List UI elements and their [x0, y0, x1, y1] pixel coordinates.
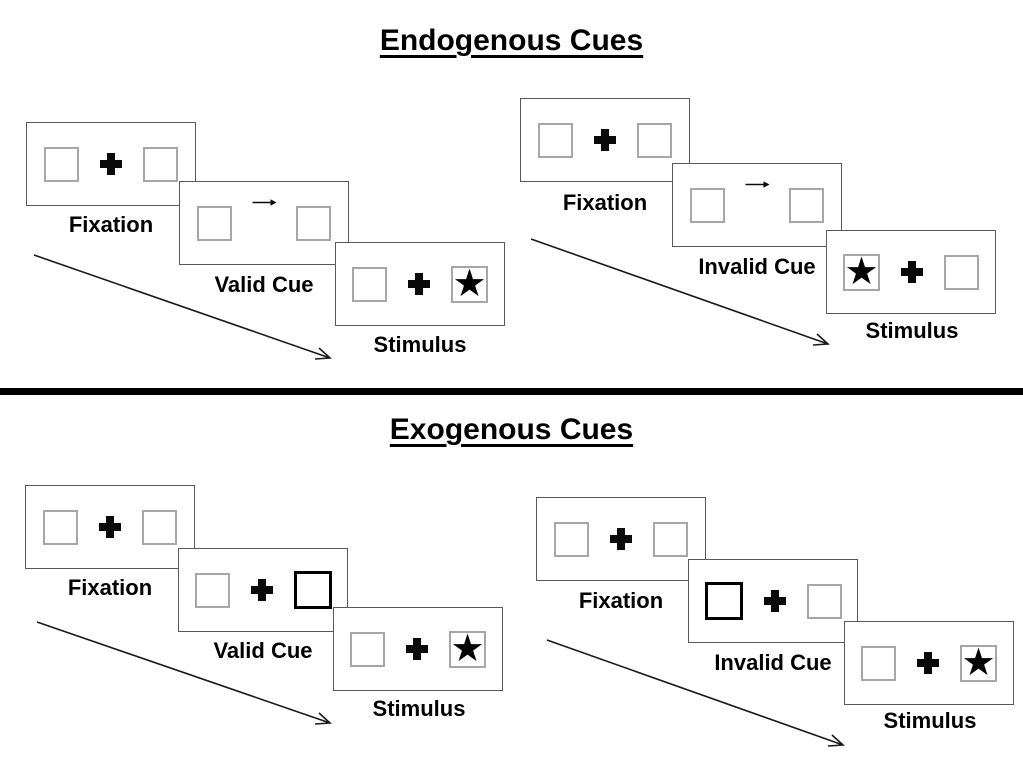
- left-box: [352, 266, 387, 302]
- right-arrow-icon: [252, 199, 277, 206]
- cue-cross-group: [745, 181, 770, 216]
- fixation-cross-icon: [99, 516, 121, 538]
- panel-label: Fixation: [68, 212, 154, 237]
- star-icon: ★: [844, 248, 879, 293]
- cue-cross-group: [252, 199, 277, 234]
- stimulus-panel: ★: [333, 607, 503, 691]
- panel-label: Valid Cue: [214, 272, 314, 297]
- left-box: ★: [843, 248, 880, 293]
- section-title-text: Endogenous Cues: [379, 24, 644, 57]
- star-icon: ★: [450, 625, 485, 670]
- fixation-panel: [536, 497, 706, 581]
- right-box: [944, 254, 979, 290]
- fixation-panel: [26, 122, 196, 206]
- right-box: [296, 205, 331, 241]
- panel-label: Stimulus: [883, 708, 977, 733]
- left-box: [194, 572, 230, 608]
- fixation-cross-icon: [406, 638, 428, 660]
- left-box: [197, 205, 232, 241]
- right-box: [142, 509, 177, 545]
- left-box: [861, 645, 896, 681]
- fixation-cross-icon: [594, 129, 616, 151]
- right-box: [806, 583, 842, 619]
- fixation-cross-icon: [100, 153, 122, 175]
- panel-label: Fixation: [578, 588, 664, 613]
- fixation-cross-icon: [610, 528, 632, 550]
- fixation-panel: [25, 485, 195, 569]
- right-box: [653, 521, 688, 557]
- left-box: [350, 631, 385, 667]
- timeline-arrow: [33, 254, 332, 360]
- star-icon: ★: [452, 260, 487, 305]
- right-box: [637, 122, 672, 158]
- timeline-arrow: [546, 639, 845, 747]
- fixation-cross-icon: [250, 579, 273, 601]
- invalid-cue-panel: [672, 163, 842, 247]
- panel-label: Invalid Cue: [698, 254, 816, 279]
- right-arrow-icon: [745, 181, 770, 188]
- right-box: ★: [451, 260, 488, 305]
- panel-label: Valid Cue: [213, 638, 313, 663]
- fixation-cross-icon: [408, 273, 430, 295]
- left-box: [538, 122, 573, 158]
- right-box: [143, 146, 178, 182]
- left-box: [554, 521, 589, 557]
- panel-label: Stimulus: [373, 332, 467, 357]
- highlighted-left-box: [704, 582, 743, 620]
- timeline-arrow: [36, 621, 332, 725]
- valid-cue-panel: [178, 548, 348, 632]
- fixation-cross-icon: [763, 590, 786, 612]
- stimulus-panel: ★: [826, 230, 996, 314]
- fixation-panel: [520, 98, 690, 182]
- left-box: [44, 146, 79, 182]
- stimulus-panel: ★: [335, 242, 505, 326]
- right-box: ★: [960, 639, 997, 684]
- valid-cue-panel: [179, 181, 349, 265]
- timeline-arrow: [530, 238, 830, 346]
- left-box: [690, 187, 725, 223]
- right-box: [789, 187, 824, 223]
- star-icon: ★: [961, 639, 996, 684]
- panel-label: Stimulus: [865, 318, 959, 343]
- highlighted-right-box: [293, 571, 332, 609]
- section-title-endogenous: Endogenous Cues: [0, 24, 1023, 58]
- fixation-cross-icon: [917, 652, 939, 674]
- fixation-cross-icon: [901, 261, 923, 283]
- panel-label: Fixation: [67, 575, 153, 600]
- stimulus-panel: ★: [844, 621, 1014, 705]
- panel-label: Stimulus: [372, 696, 466, 721]
- section-title-text: Exogenous Cues: [389, 413, 634, 446]
- section-title-exogenous: Exogenous Cues: [0, 413, 1023, 447]
- invalid-cue-panel: [688, 559, 858, 643]
- section-divider: [0, 388, 1023, 395]
- right-box: ★: [449, 625, 486, 670]
- left-box: [43, 509, 78, 545]
- panel-label: Invalid Cue: [714, 650, 832, 675]
- panel-label: Fixation: [562, 190, 648, 215]
